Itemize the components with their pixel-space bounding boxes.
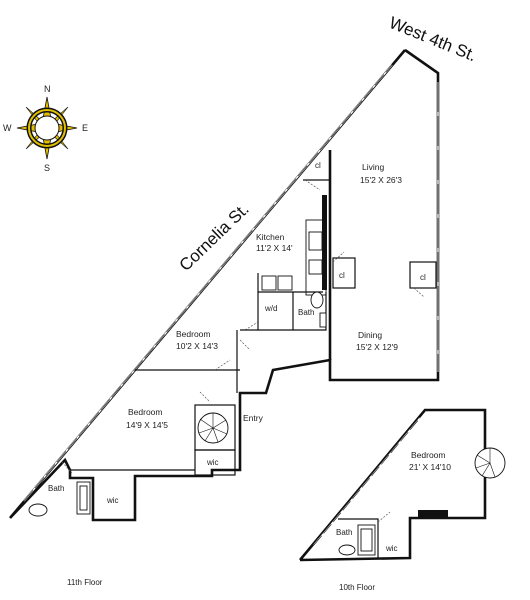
wic-upper-label: wic	[106, 496, 119, 505]
wic-entry-label: wic	[206, 458, 219, 467]
eleventh-floor-plan	[9, 48, 440, 522]
street-label-cornelia: Cornelia St.	[176, 200, 253, 275]
compass-south-label: S	[44, 163, 50, 173]
bath-lower-label: Bath	[336, 528, 352, 537]
dining-room-name: Dining	[358, 330, 382, 340]
floor-label-10th: 10th Floor	[339, 583, 375, 592]
living-room-dims: 15'2 X 26'3	[360, 175, 402, 185]
compass-rose-icon	[16, 96, 78, 160]
bedroom-1-dims: 10'2 X 14'3	[176, 341, 218, 351]
compass-north-label: N	[44, 84, 51, 94]
dining-room-dims: 15'2 X 12'9	[356, 342, 398, 352]
compass-west-label: W	[3, 123, 12, 133]
wic-lower-label: wic	[385, 544, 398, 553]
bath-upper-label: Bath	[48, 484, 64, 493]
bath-main-label: Bath	[298, 308, 314, 317]
closet-living-top-label: cl	[315, 161, 321, 170]
washer-dryer-label: w/d	[264, 304, 277, 313]
kitchen-dims: 11'2 X 14'	[256, 243, 293, 253]
living-room-name: Living	[362, 162, 384, 172]
tenth-floor-plan	[299, 408, 506, 562]
bedroom-2-dims: 14'9 X 14'5	[126, 420, 168, 430]
floor-label-11th: 11th Floor	[67, 578, 103, 587]
bedroom-2-name: Bedroom	[128, 407, 163, 417]
entry-label: Entry	[243, 413, 264, 423]
closet-living-right-label: cl	[420, 273, 426, 282]
bedroom-3-dims: 21' X 14'10	[409, 462, 451, 472]
kitchen-name: Kitchen	[256, 232, 285, 242]
compass-east-label: E	[82, 123, 88, 133]
bedroom-3-name: Bedroom	[411, 450, 446, 460]
closet-kitchen-label: cl	[339, 271, 345, 280]
bedroom-1-name: Bedroom	[176, 329, 211, 339]
